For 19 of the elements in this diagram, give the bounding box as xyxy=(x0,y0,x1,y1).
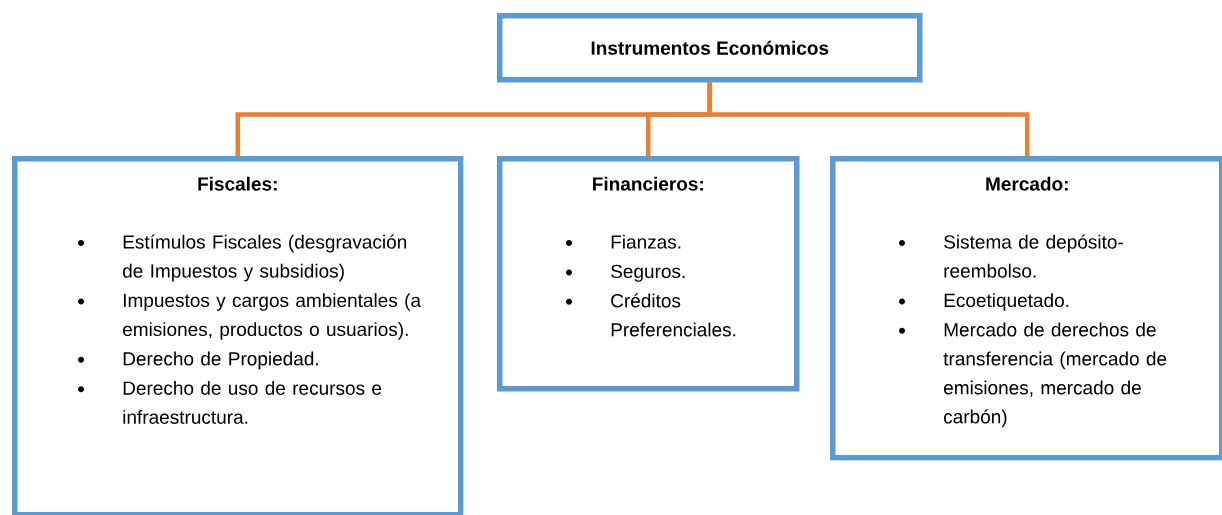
bullet-item: Ecoetiquetado. xyxy=(899,293,1069,311)
category-box xyxy=(497,13,923,83)
bullet-item: Créditos Preferenciales. xyxy=(566,293,736,337)
category-box xyxy=(830,156,1222,461)
bullet-item: Impuestos y cargos ambientales (a emisiones, productos o usuarios). xyxy=(78,293,421,340)
bullet-item: Sistema de depósito-reembolso. xyxy=(899,234,1123,278)
bullet-item: Fianzas. xyxy=(566,234,681,249)
bullet-item: Seguros. xyxy=(566,264,685,282)
box-heading: Mercado: xyxy=(986,176,1068,191)
box-heading: Financieros: xyxy=(593,176,703,191)
bullet-item: Estímulos Fiscales (desgravación de Impuestos y subsidios) xyxy=(78,234,407,282)
connector-line xyxy=(707,82,1030,156)
box-heading: Fiscales: xyxy=(198,176,277,191)
bullet-item: Derecho de Propiedad. xyxy=(78,351,318,370)
category-box xyxy=(497,156,800,392)
box-title: Instrumentos Económicos xyxy=(591,40,829,55)
category-box xyxy=(12,156,464,515)
bullet-item: Derecho de uso de recursos e infraestructura. xyxy=(78,380,382,424)
bullet-item: Mercado de derechos de transferencia (mercado de emisiones, mercado de carbón) xyxy=(899,322,1167,428)
